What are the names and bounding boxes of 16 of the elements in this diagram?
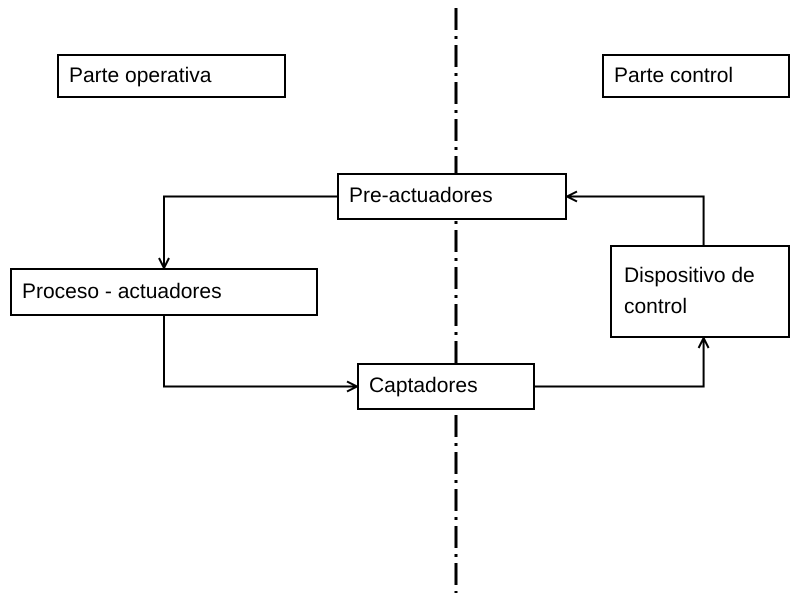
process-box [602, 54, 790, 98]
box-label: Captadores [369, 373, 478, 400]
process-box [57, 54, 286, 98]
box-label: Proceso - actuadores [22, 278, 222, 305]
arrow [566, 190, 705, 245]
box-label: Parte control [614, 62, 734, 89]
arrow [158, 196, 337, 269]
process-box [10, 268, 318, 316]
arrow [163, 316, 358, 392]
box-label: Dispositivo de control [624, 263, 756, 320]
process-box [337, 173, 567, 220]
box-label: Parte operativa [69, 62, 212, 89]
process-box [357, 363, 535, 410]
box-label: Pre-actuadores [349, 183, 493, 210]
process-box [610, 245, 790, 338]
arrow [535, 337, 710, 388]
